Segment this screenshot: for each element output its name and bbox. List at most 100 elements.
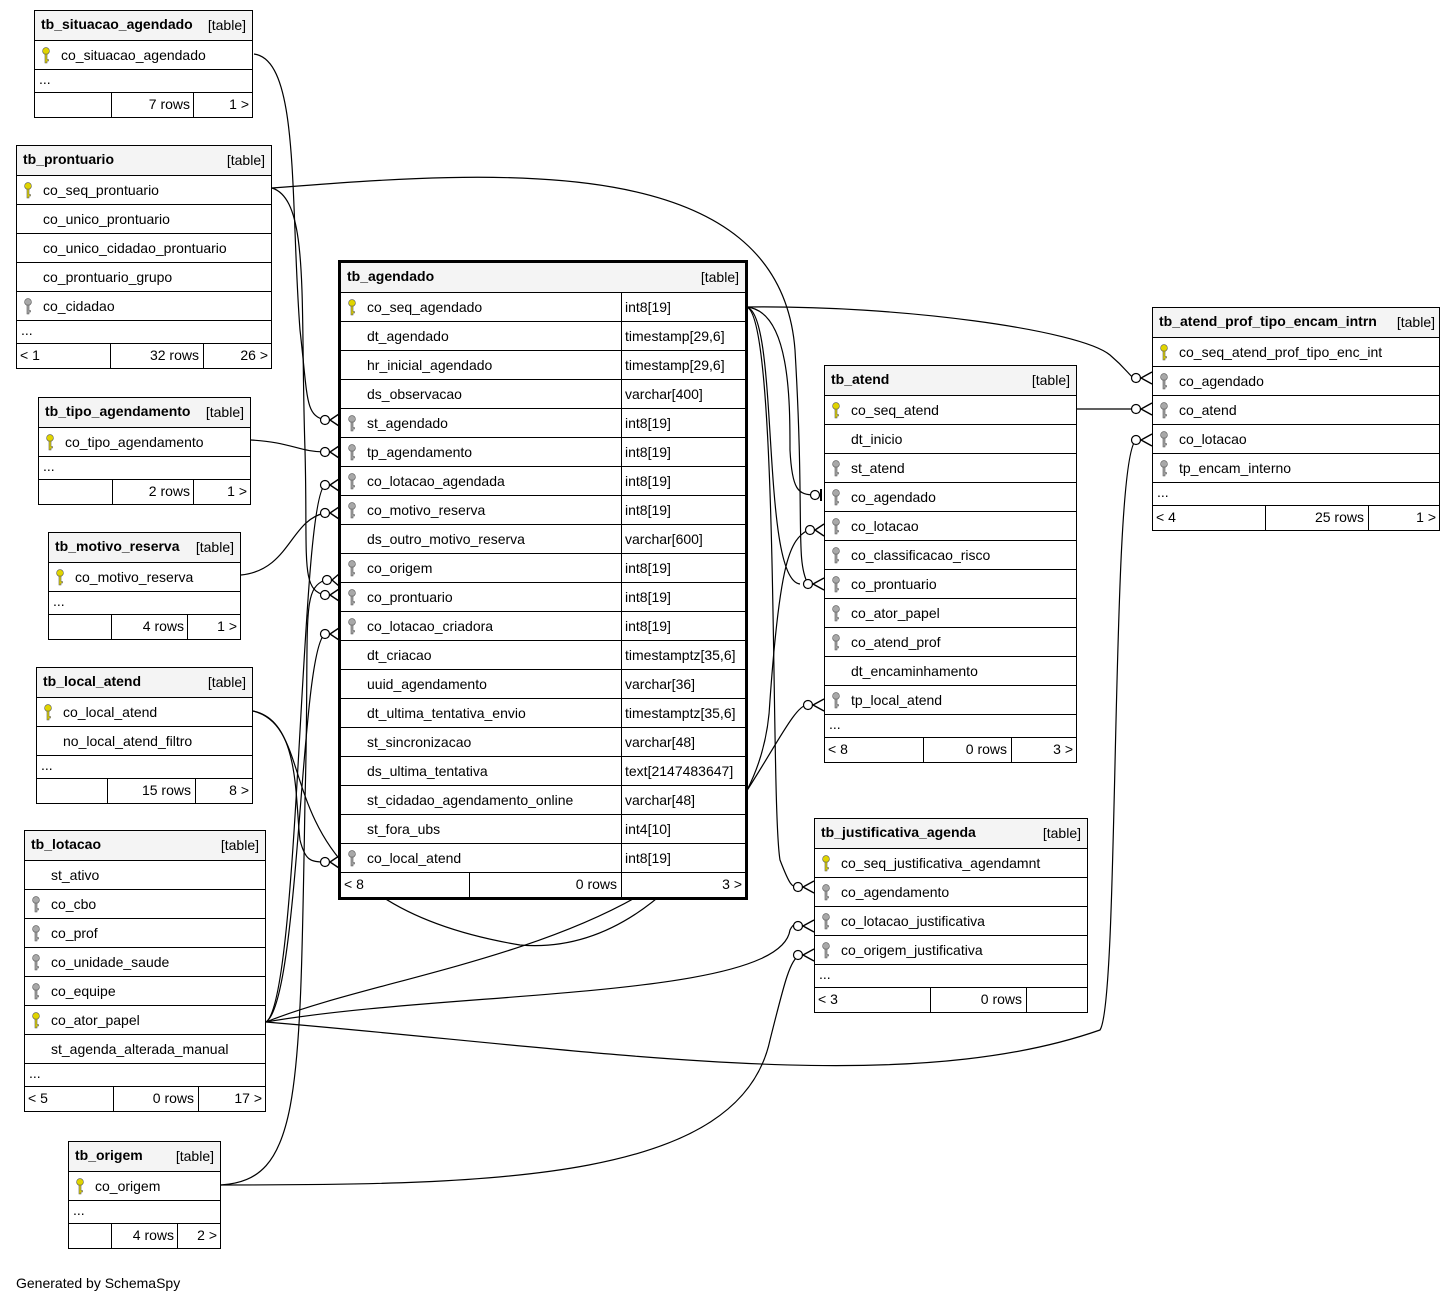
column-row[interactable]: co_ator_papel [825, 599, 1076, 628]
column-name: ds_outro_motivo_reserva [367, 531, 525, 547]
column-row[interactable]: co_seq_atend_prof_tipo_enc_int [1153, 338, 1439, 367]
foreign-key-icon [822, 884, 830, 901]
column-row[interactable]: co_seq_justificativa_agendamnt [815, 849, 1087, 878]
column-row[interactable]: co_agendado [1153, 367, 1439, 396]
column-row[interactable]: co_lotacao [1153, 425, 1439, 454]
column-row[interactable]: co_origem_justificativa [815, 936, 1087, 965]
table-tb-origem[interactable]: tb_origem [table] co_origem ... 4 rows 2… [68, 1141, 221, 1249]
foreign-key-icon [348, 618, 356, 635]
column-row[interactable]: co_agendamento [815, 878, 1087, 907]
column-row[interactable]: co_prontuario [825, 570, 1076, 599]
column-row[interactable]: co_cbo [25, 890, 265, 919]
column-row[interactable]: co_atend_prof [825, 628, 1076, 657]
column-row[interactable]: dt_inicio [825, 425, 1076, 454]
more-columns: ... [17, 321, 271, 344]
crowfoot [801, 880, 815, 894]
column-row[interactable]: co_seq_atend [825, 396, 1076, 425]
footer-row-count: 4 rows [132, 1227, 174, 1243]
column-row[interactable]: co_ator_papel [25, 1006, 265, 1035]
column-name: no_local_atend_filtro [63, 733, 193, 749]
column-row[interactable]: co_unidade_saude [25, 948, 265, 977]
relationship-end-circle [319, 628, 331, 640]
column-row[interactable]: co_seq_prontuario [17, 176, 271, 205]
column-row[interactable]: co_origem [69, 1172, 220, 1201]
column-row[interactable]: co_agendado [825, 483, 1076, 512]
column-row[interactable]: tp_local_atend [825, 686, 1076, 715]
column-name: co_cbo [51, 896, 97, 912]
table-tb-motivo-reserva[interactable]: tb_motivo_reserva [table] co_motivo_rese… [48, 532, 241, 640]
crowfoot [1139, 371, 1153, 385]
column-row[interactable]: st_ativo [25, 861, 265, 890]
footer-parents: < 3 [818, 991, 838, 1007]
primary-key-icon [32, 1012, 40, 1029]
column-row[interactable]: no_local_atend_filtro [37, 727, 252, 756]
column-row[interactable]: co_classificacao_risco [825, 541, 1076, 570]
column-row[interactable]: co_atend [1153, 396, 1439, 425]
column-row[interactable]: co_unico_prontuario [17, 205, 271, 234]
table-tb-atend-prof-tipo-encam-intrn[interactable]: tb_atend_prof_tipo_encam_intrn [table] c… [1152, 307, 1440, 531]
column-row[interactable]: co_equipe [25, 977, 265, 1006]
column-row[interactable]: st_atend [825, 454, 1076, 483]
column-name: dt_encaminhamento [851, 663, 978, 679]
column-row[interactable]: co_motivo_reserva [49, 563, 240, 592]
ellipsis: ... [39, 71, 51, 87]
column-row[interactable]: tp_encam_interno [1153, 454, 1439, 483]
column-row[interactable]: dt_encaminhamento [825, 657, 1076, 686]
relationship-end-circle [319, 507, 331, 519]
column-row[interactable]: co_prontuario_grupo [17, 263, 271, 292]
crowfoot [811, 698, 825, 712]
foreign-key-icon [348, 502, 356, 519]
column-row[interactable]: co_prof [25, 919, 265, 948]
column-row[interactable]: st_agenda_alterada_manual [25, 1035, 265, 1064]
column-name: co_seq_justificativa_agendamnt [841, 855, 1041, 871]
foreign-key-icon [832, 518, 840, 535]
more-columns: ... [39, 457, 250, 480]
ellipsis: ... [73, 1202, 85, 1218]
column-row[interactable]: co_lotacao [825, 512, 1076, 541]
column-row[interactable]: co_situacao_agendado [35, 41, 252, 70]
crowfoot [328, 478, 340, 492]
table-tb-tipo-agendamento[interactable]: tb_tipo_agendamento [table] co_tipo_agen… [38, 397, 251, 505]
primary-key-icon [24, 182, 32, 199]
column-name: dt_ultima_tentativa_envio [367, 705, 526, 721]
relationship-end-circle [319, 479, 331, 491]
relationship-line [265, 633, 326, 1023]
column-row[interactable]: co_unico_cidadao_prontuario [17, 234, 271, 263]
column-row[interactable]: co_local_atend [37, 698, 252, 727]
column-row[interactable]: co_tipo_agendamento [39, 428, 250, 457]
footer-row-count: 0 rows [152, 1090, 194, 1106]
column-list: co_motivo_reserva [49, 563, 240, 592]
crowfoot [328, 855, 340, 869]
table-tb-justificativa-agenda[interactable]: tb_justificativa_agenda [table] co_seq_j… [814, 818, 1088, 1013]
table-tb-situacao-agendado[interactable]: tb_situacao_agendado [table] co_situacao… [34, 10, 253, 118]
column-row[interactable]: co_cidadao [17, 292, 271, 321]
relationship-end-circle [802, 699, 814, 711]
column-name: co_atend_prof [851, 634, 941, 650]
column-row[interactable]: co_lotacao_justificativa [815, 907, 1087, 936]
